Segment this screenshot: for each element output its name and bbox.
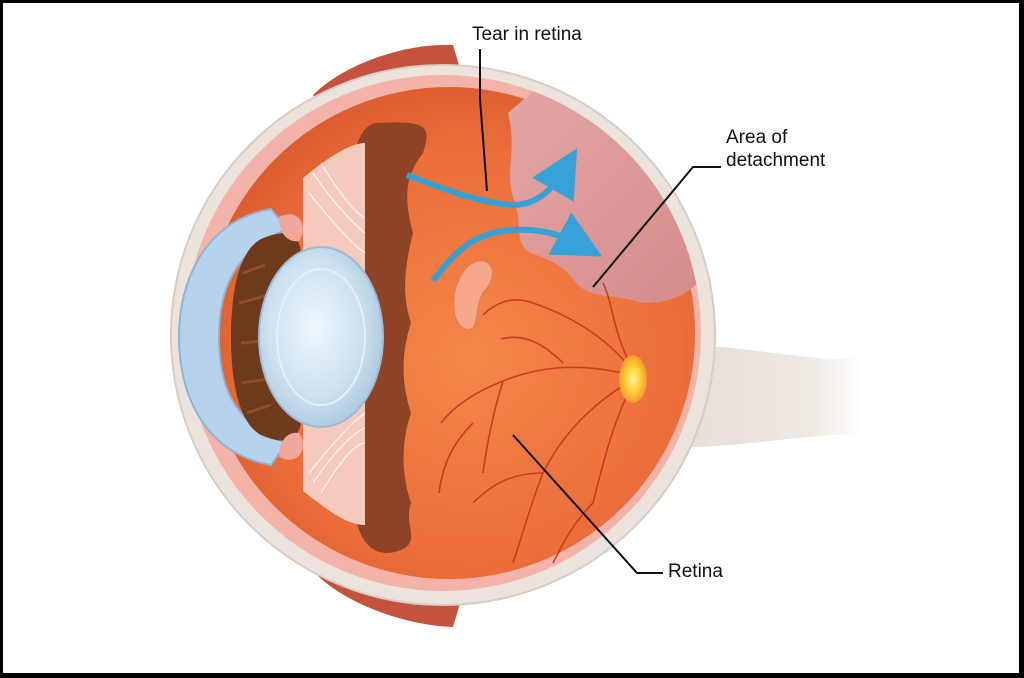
lens — [258, 246, 384, 428]
leader-line-retina — [512, 434, 663, 574]
iris-texture — [238, 263, 272, 415]
diagram-frame: Tear in retina Area of detachment Retina — [3, 3, 1019, 673]
lens-core — [276, 268, 366, 406]
label-area-line2: detachment — [726, 150, 826, 171]
ciliary-band — [355, 122, 427, 554]
zonule-fibers — [308, 162, 366, 494]
label-area-line1: Area of — [726, 127, 788, 148]
iris-tip-lower — [279, 432, 303, 460]
fluid-arrow-upper — [405, 148, 578, 209]
optic-disc — [619, 355, 647, 403]
fluid-arrow-lower — [430, 212, 603, 283]
leader-line-tear — [479, 49, 488, 192]
leader-line-area — [592, 166, 721, 288]
retina-flap — [452, 259, 494, 331]
iris-tip-upper — [279, 214, 303, 242]
label-area-of-detachment: Area of detachment — [726, 126, 825, 172]
label-retina: Retina — [668, 561, 723, 582]
label-tear-in-retina: Tear in retina — [472, 24, 582, 45]
eye-cross-section — [170, 44, 863, 627]
retinal-vessels — [438, 282, 632, 564]
cornea — [177, 207, 289, 467]
